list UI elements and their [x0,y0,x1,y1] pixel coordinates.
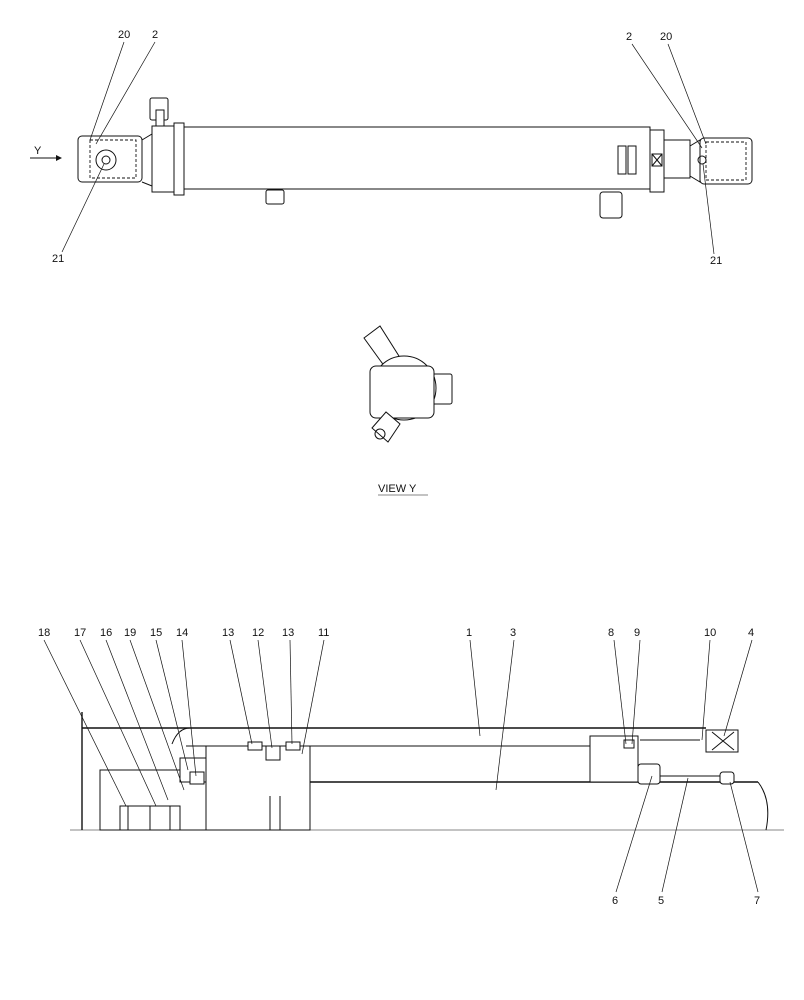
callout-right-21: 21 [710,255,722,267]
leader-1 [469,639,481,737]
gland-slot-2 [627,145,637,175]
callout-8: 8 [608,627,614,639]
callout-14: 14 [176,627,188,639]
rod-seal-6 [637,763,661,785]
leader-left-2 [95,41,156,145]
callout-18: 18 [38,627,50,639]
leader-9 [631,639,641,745]
callout-9: 9 [634,627,640,639]
leader-left-21 [61,163,105,253]
right-clevis-block [699,137,753,185]
end-view-head-block [369,365,435,419]
lock-pin-14 [189,771,205,785]
leader-14 [181,639,197,777]
rod-end-break [757,781,769,831]
cylinder-barrel [183,126,651,190]
gland-slot-1 [617,145,627,175]
leader-7 [729,781,759,893]
left-clevis-pin-hidden [89,139,137,179]
callout-right-20: 20 [660,31,672,43]
left-grease-fitting [101,155,111,165]
view-arrow-label: Y [34,145,42,157]
leader-4 [723,639,753,737]
leader-13a [229,639,253,745]
view-arrow-head [56,155,62,161]
leader-6 [615,775,653,893]
callout-right-2: 2 [626,31,632,43]
gland-bolt-4-cross [711,731,735,751]
gland-bolt-cross [651,153,663,167]
callout-left-20: 20 [118,29,130,41]
leader-8 [613,639,627,745]
callout-10: 10 [704,627,716,639]
end-view-caption: VIEW Y [378,483,417,495]
callout-16: 16 [100,627,112,639]
end-view-clevis [371,411,401,443]
callout-13a: 13 [222,627,234,639]
leader-19 [129,639,185,791]
piston-seal-12 [265,745,281,761]
callout-left-21: 21 [52,253,64,265]
dust-seal-7 [719,771,735,785]
callout-15: 15 [150,627,162,639]
leader-left-20 [89,41,125,141]
rod-collar [664,139,691,179]
leader-right-20 [667,43,707,145]
right-grease-fitting [697,155,707,165]
cylinder-top-view: Y 20 2 21 2 20 21 [30,29,753,267]
leader-12 [257,639,273,749]
left-clevis-neck [141,133,153,187]
cylinder-section-view: 18 17 16 19 15 14 13 12 13 11 1 3 8 9 10… [38,627,784,907]
callout-1: 1 [466,627,472,639]
callout-4: 4 [748,627,754,639]
callout-17: 17 [74,627,86,639]
end-view-clevis-hole [374,428,386,440]
barrel-port-stub-left [265,189,285,205]
leader-17 [79,639,157,807]
callout-13b: 13 [282,627,294,639]
end-view-y: VIEW Y [363,325,453,496]
gland-seal-8 [623,739,635,749]
callout-6: 6 [612,895,618,907]
leader-10 [701,639,711,741]
tube-weld-left [171,727,191,745]
left-eye-bushing [95,149,117,171]
callout-7: 7 [754,895,760,907]
leader-right-2 [631,43,703,149]
leader-16 [105,639,169,801]
barrel-port-stub-right [599,191,623,219]
leader-13b [289,639,293,745]
head-port-stem [155,109,165,127]
piston-seal-13a [247,741,263,751]
leader-5 [661,777,689,893]
leader-15 [155,639,189,771]
piston-seal-13b [285,741,301,751]
callout-3: 3 [510,627,516,639]
callout-19: 19 [124,627,136,639]
callout-11: 11 [318,627,329,639]
callout-left-2: 2 [152,29,158,41]
leader-18 [43,639,127,807]
piston-body [205,745,311,831]
head-end-flange [173,122,185,196]
callout-5: 5 [658,895,664,907]
callout-12: 12 [252,627,264,639]
leader-3 [495,639,515,791]
leader-right-21 [702,163,715,255]
leader-11 [301,639,325,755]
